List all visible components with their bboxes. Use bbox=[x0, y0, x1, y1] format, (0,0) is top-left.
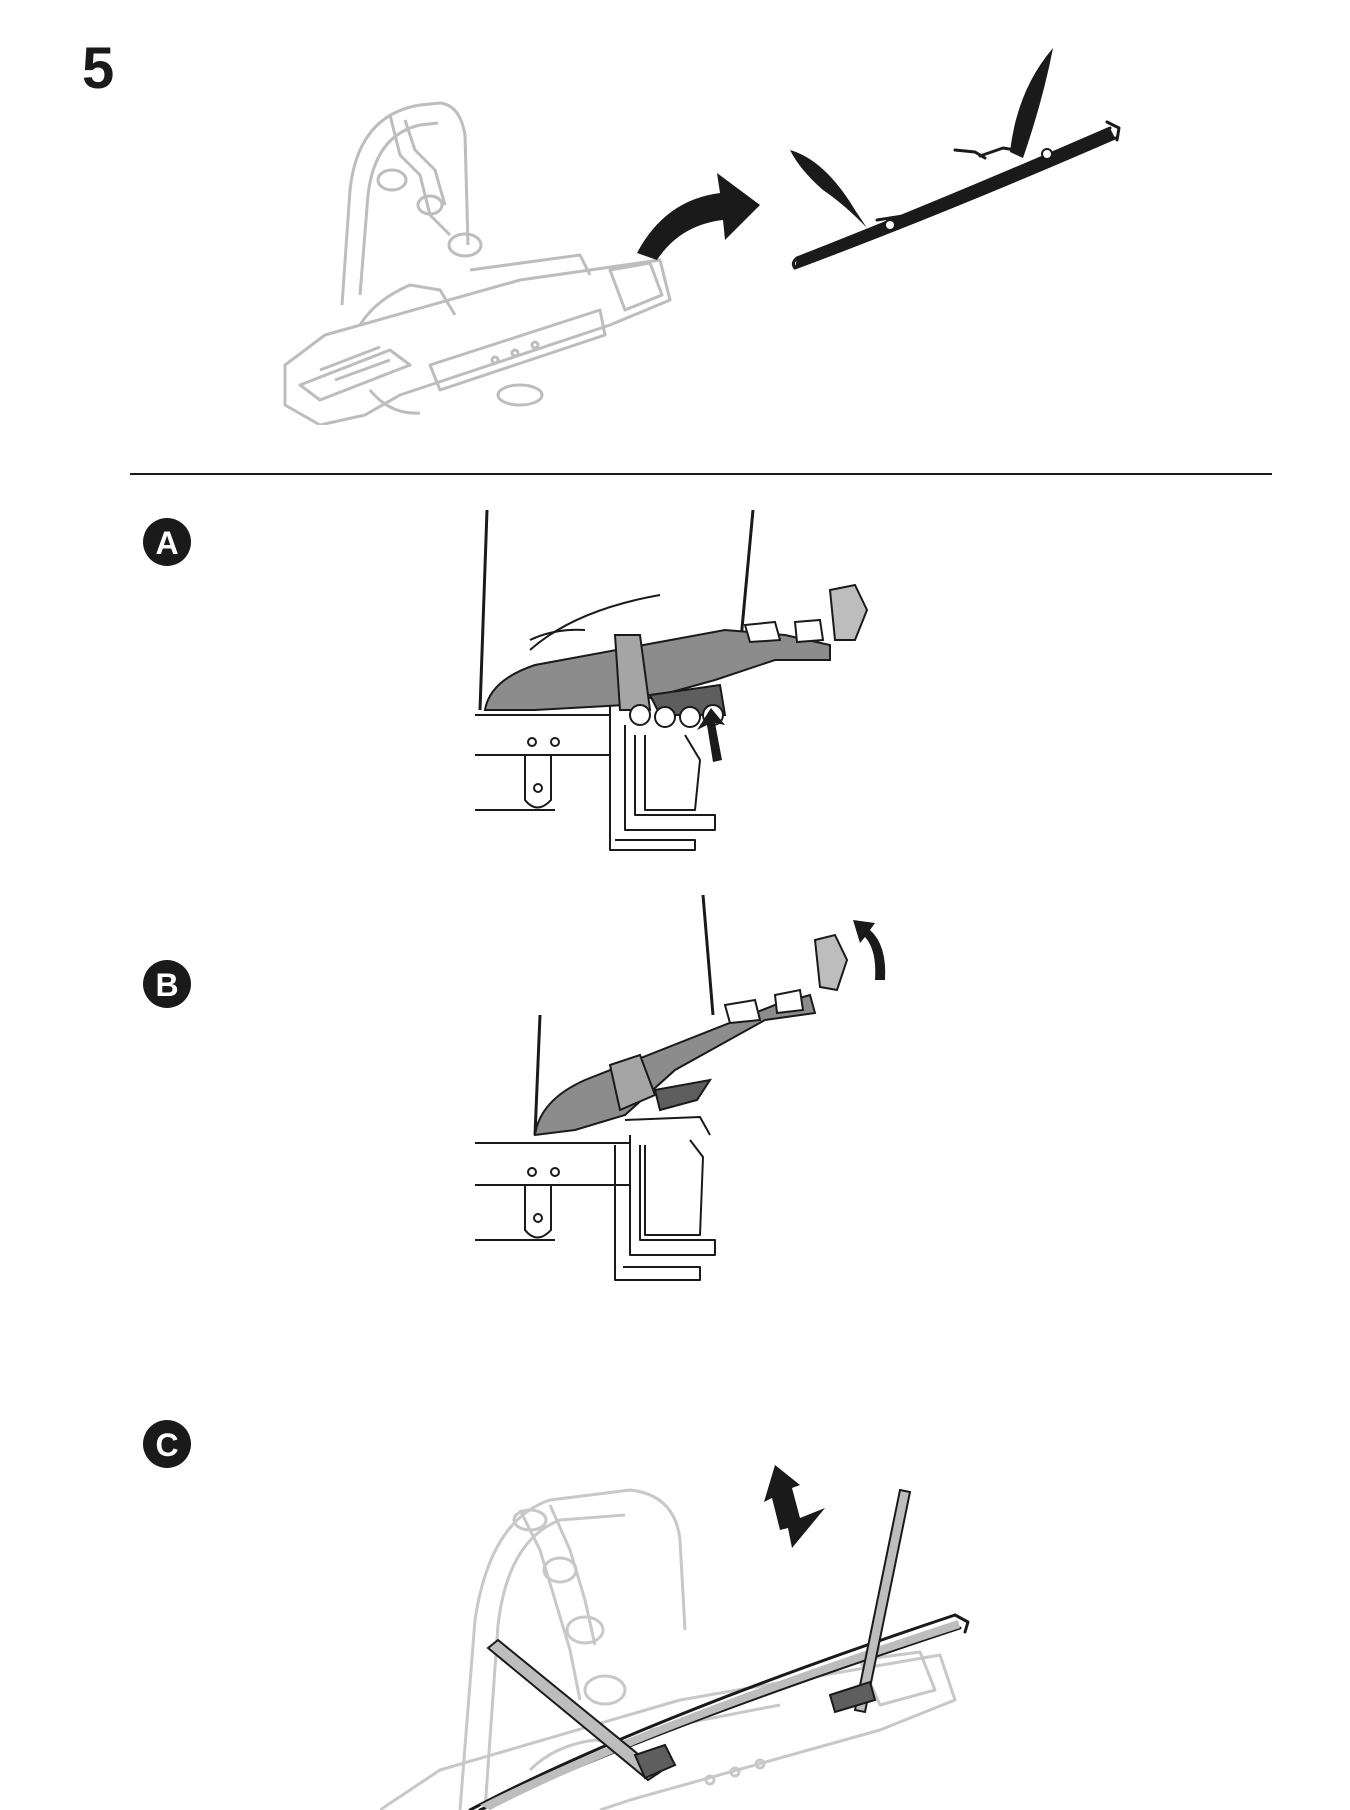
substep-c-label: C bbox=[155, 1426, 179, 1463]
bike-carrier-illustration bbox=[280, 95, 680, 425]
substep-a-illustration bbox=[475, 510, 895, 855]
carrier-bar-illustration bbox=[785, 40, 1125, 280]
substep-b-label: B bbox=[155, 966, 179, 1003]
section-divider bbox=[130, 473, 1272, 475]
substep-a-label: A bbox=[155, 524, 179, 561]
step-number: 5 bbox=[82, 36, 115, 101]
double-arrow-icon bbox=[764, 1465, 825, 1548]
up-arrow-icon bbox=[697, 708, 725, 762]
curved-up-arrow-icon bbox=[853, 920, 886, 980]
curved-arrow-icon bbox=[625, 165, 765, 260]
substep-b-illustration bbox=[475, 895, 895, 1285]
substep-a-badge: A bbox=[143, 518, 191, 566]
substep-c-illustration bbox=[380, 1400, 980, 1810]
substep-b-badge: B bbox=[143, 960, 191, 1008]
substep-c-badge: C bbox=[143, 1420, 191, 1468]
